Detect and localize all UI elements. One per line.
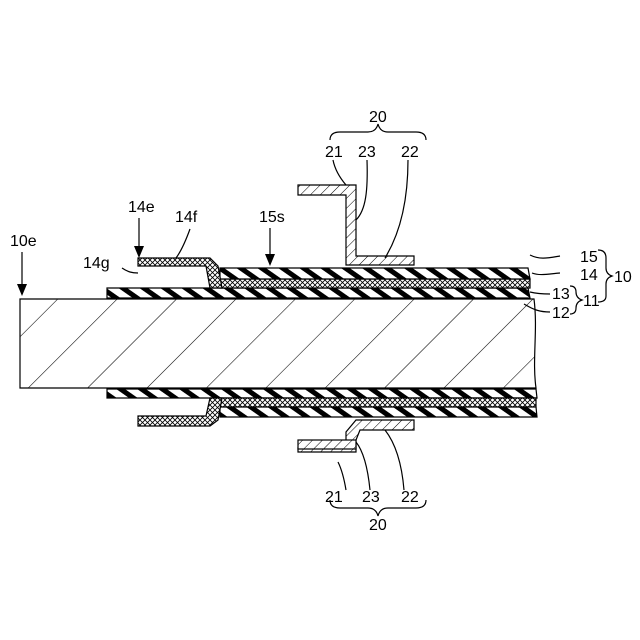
label-22-top: 22: [401, 144, 419, 161]
label-14e: 14e: [128, 199, 155, 216]
conductor-12: [20, 299, 536, 388]
arrow-14e: [134, 218, 144, 258]
label-10: 10: [614, 269, 632, 286]
label-21-bottom: 21: [325, 489, 343, 506]
label-12: 12: [552, 305, 570, 322]
label-23-top: 23: [358, 144, 376, 161]
label-22-bottom: 22: [401, 489, 419, 506]
shield-fold-bottom: [138, 398, 222, 426]
label-13: 13: [552, 286, 570, 303]
label-11: 11: [583, 293, 600, 310]
label-14: 14: [580, 267, 598, 284]
arrow-10e: [17, 252, 27, 296]
clamp-bottom: [298, 420, 414, 452]
label-23-bottom: 23: [362, 489, 380, 506]
label-15: 15: [580, 249, 598, 266]
label-clamp-top: 20: [369, 109, 387, 126]
arrow-15s: [265, 228, 275, 266]
label-21-top: 21: [325, 144, 343, 161]
shield-fold-top: [138, 258, 222, 288]
clamp-top: [298, 185, 414, 265]
label-14g: 14g: [83, 255, 110, 272]
label-15s: 15s: [259, 209, 285, 226]
label-10e: 10e: [10, 233, 37, 250]
label-clamp-bottom: 20: [369, 517, 387, 534]
label-14f: 14f: [175, 209, 198, 226]
